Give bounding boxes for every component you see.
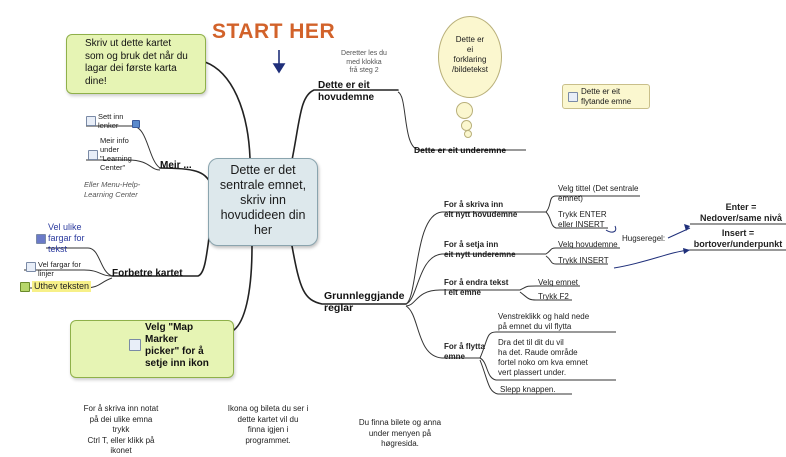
central-topic[interactable]: Dette er det sentrale emnet, skriv inn h… xyxy=(208,158,318,246)
note-icon xyxy=(568,92,578,102)
highlight-icon xyxy=(20,282,30,292)
callout-tail-bubble xyxy=(456,102,473,119)
highlight-subtopic[interactable]: Uthev teksten xyxy=(32,281,92,292)
press-insert-leaf[interactable]: Trykk INSERT xyxy=(558,256,609,265)
line-color-icon xyxy=(26,262,36,272)
select-main-leaf[interactable]: Velg hovudemne xyxy=(558,240,618,249)
select-topic-leaf[interactable]: Velg emnet xyxy=(538,278,579,287)
meir-topic[interactable]: Meir ... xyxy=(160,160,192,171)
insert-rule: Insert =bortover/underpunkt xyxy=(693,228,783,249)
attachment-icon xyxy=(132,120,140,128)
subtopic[interactable]: Dette er eit underemne xyxy=(414,145,507,155)
forbetre-topic[interactable]: Forbetre kartet xyxy=(112,268,183,279)
release-leaf[interactable]: Slepp knappen. xyxy=(500,385,556,394)
enter-rule: Enter =Nedover/same nivå xyxy=(699,202,783,223)
memo-rule-label: Hugseregel: xyxy=(622,234,666,243)
callout-tail-bubble xyxy=(464,130,472,138)
info-icon xyxy=(88,150,98,160)
marker-icon xyxy=(129,339,141,351)
menu-help-note: Eller Menu-Help-Learning Center xyxy=(84,180,141,199)
start-here-heading: START HER xyxy=(212,20,336,43)
link-icon xyxy=(86,116,96,126)
text-color-icon xyxy=(36,234,46,244)
press-f2-leaf[interactable]: Trykk F2 xyxy=(538,292,569,301)
